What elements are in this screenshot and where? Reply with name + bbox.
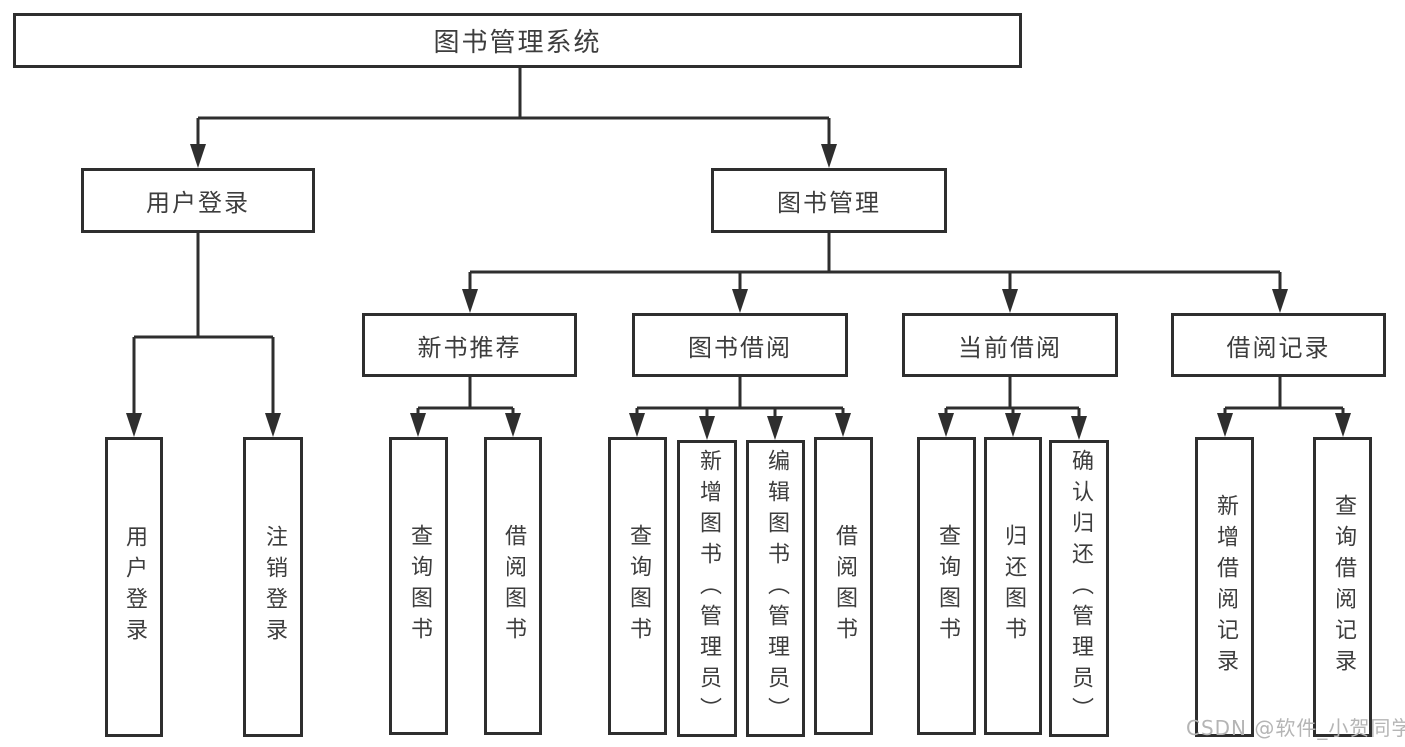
node-leaf-borrow-books: 借阅图书	[814, 437, 873, 735]
node-leaf-add-books-admin: 新增图书（管理员）	[677, 440, 737, 737]
node-leaf-return-books: 归还图书	[984, 437, 1042, 735]
node-leaf-user-login: 用户登录	[105, 437, 163, 737]
node-current-borrow: 当前借阅	[902, 313, 1118, 377]
node-book-borrow: 图书借阅	[632, 313, 848, 377]
node-leaf-add-borrow-record: 新增借阅记录	[1195, 437, 1254, 737]
node-leaf-query-borrow-record: 查询借阅记录	[1313, 437, 1372, 737]
node-borrow-records: 借阅记录	[1171, 313, 1386, 377]
node-leaf-query-books-recommend: 查询图书	[389, 437, 448, 735]
node-user-login: 用户登录	[81, 168, 315, 233]
node-leaf-confirm-return-admin: 确认归还（管理员）	[1049, 440, 1109, 737]
node-leaf-query-books-borrow: 查询图书	[608, 437, 667, 735]
node-new-book-recommend: 新书推荐	[362, 313, 577, 377]
node-root-system: 图书管理系统	[13, 13, 1022, 68]
node-leaf-edit-books-admin: 编辑图书（管理员）	[746, 440, 805, 737]
node-book-management: 图书管理	[711, 168, 947, 233]
csdn-watermark: CSDN @软件_小贺同学	[1186, 716, 1405, 740]
node-leaf-query-books-current: 查询图书	[917, 437, 976, 735]
node-leaf-logout: 注销登录	[243, 437, 303, 737]
node-leaf-borrow-books-recommend: 借阅图书	[484, 437, 542, 735]
arrowheads	[126, 144, 1351, 440]
